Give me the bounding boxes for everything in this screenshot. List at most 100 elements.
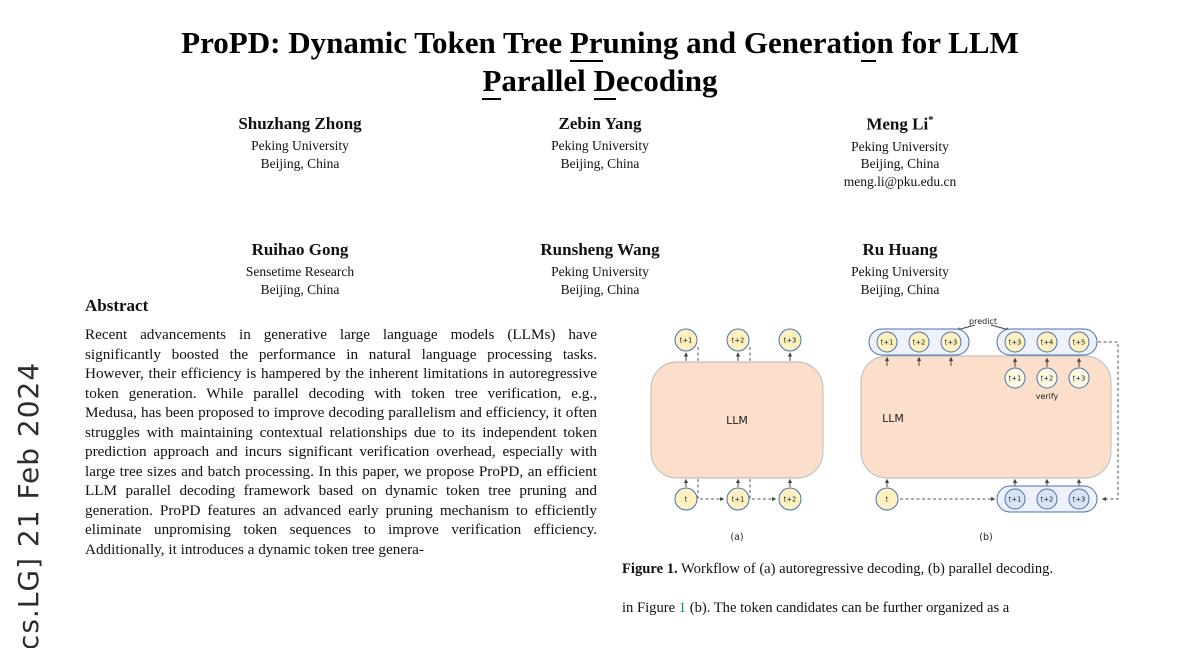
author-mark: *	[928, 114, 934, 126]
figure-b: LLM predict	[860, 317, 1119, 543]
title-segment-underlined: o	[860, 25, 877, 62]
figure-caption: Figure 1. Workflow of (a) autoregressive…	[622, 560, 1084, 579]
title-segment-underlined: D	[593, 62, 616, 100]
llm-box	[650, 361, 824, 479]
svg-text:t+3: t+3	[945, 339, 958, 347]
svg-text:t+1: t+1	[680, 337, 693, 345]
token: t	[875, 487, 899, 511]
token: t+2	[1036, 488, 1058, 510]
author-name: Ru Huang	[862, 240, 938, 260]
svg-text:t+1: t+1	[881, 339, 894, 347]
svg-text:t+3: t+3	[1073, 375, 1086, 383]
title-segment-underlined: P	[482, 62, 502, 100]
verify-label: verify	[1036, 392, 1059, 401]
svg-text:t+2: t+2	[1041, 375, 1054, 383]
svg-text:t+3: t+3	[1009, 339, 1022, 347]
predict-left-group: t+1 t+2 t+3	[868, 328, 970, 356]
predict-right-group: t+3 t+4 t+5	[996, 328, 1098, 356]
token: t+1	[1004, 367, 1026, 389]
token: t+4	[1036, 331, 1058, 353]
token: t+1	[674, 328, 698, 352]
svg-text:t+2: t+2	[1041, 496, 1054, 504]
author-block: Ru Huang Peking University Beijing, Chin…	[750, 240, 1050, 298]
left-column: Abstract Recent advancements in generati…	[85, 296, 597, 559]
abstract-text: Recent advancements in generative large …	[85, 326, 597, 558]
title-segment: arallel	[501, 62, 594, 98]
author-affiliation: Sensetime Research	[245, 264, 355, 280]
svg-text:t+2: t+2	[913, 339, 926, 347]
llm-label: LLM	[726, 414, 748, 427]
author-city: Beijing, China	[560, 155, 640, 171]
author-city: Beijing, China	[260, 281, 340, 297]
author-name: Shuzhang Zhong	[238, 114, 362, 133]
svg-text:t+2: t+2	[784, 496, 797, 504]
body-text-post: (b). The token candidates can be further…	[686, 600, 1010, 616]
subfigure-label-a: (a)	[730, 532, 743, 543]
author-block: Meng Li* Peking University Beijing, Chin…	[750, 114, 1050, 190]
author-city: Beijing, China	[860, 156, 940, 172]
author-block: Zebin Yang Peking University Beijing, Ch…	[450, 114, 750, 190]
svg-text:t: t	[886, 496, 889, 504]
body-text-pre: in Figure	[622, 600, 679, 616]
token: t+3	[778, 328, 802, 352]
author-block: Shuzhang Zhong Peking University Beijing…	[150, 114, 450, 190]
svg-text:t+1: t+1	[1009, 375, 1022, 383]
subfigure-label-b: (b)	[979, 532, 992, 543]
author-city: Beijing, China	[560, 281, 640, 297]
author-city: Beijing, China	[860, 281, 940, 297]
token: t+2	[726, 328, 750, 352]
title-segment: ProPD: Dynamic Token Tree	[181, 25, 570, 60]
token: t+3	[1068, 367, 1090, 389]
author-affiliation: Peking University	[851, 138, 949, 154]
figure-caption-label: Figure 1.	[622, 561, 678, 577]
author-affiliation: Peking University	[551, 138, 649, 153]
dashed-feedback-arrows	[900, 341, 1119, 502]
authors-grid: Shuzhang Zhong Peking University Beijing…	[150, 114, 1050, 298]
token: t	[674, 487, 698, 511]
author-affiliation: Peking University	[551, 264, 649, 280]
svg-text:t+3: t+3	[784, 337, 797, 345]
token: t+5	[1068, 331, 1090, 353]
author-name: Meng Li*	[866, 114, 934, 134]
token: t+1	[876, 331, 898, 353]
author-name: Ruihao Gong	[251, 240, 349, 260]
arxiv-stamp: [cs.LG] 21 Feb 2024	[12, 361, 45, 648]
figure-ref-link[interactable]: 1	[678, 600, 687, 616]
token: t+3	[940, 331, 962, 353]
author-name: Runsheng Wang	[540, 240, 660, 260]
author-block: Ruihao Gong Sensetime Research Beijing, …	[150, 240, 450, 298]
svg-text:t+5: t+5	[1073, 339, 1086, 347]
title-segment: n for LLM	[876, 25, 1019, 60]
paper-title: ProPD: Dynamic Token Tree Pruning and Ge…	[100, 24, 1100, 100]
author-affiliation: Peking University	[251, 138, 349, 153]
author-city: Beijing, China	[260, 155, 340, 171]
token: t+3	[1004, 331, 1026, 353]
predict-label: predict	[969, 317, 997, 326]
title-segment-underlined: Pr	[569, 25, 603, 62]
svg-text:t: t	[685, 496, 688, 504]
author-affiliation: Peking University	[851, 264, 949, 280]
author-email: meng.li@pku.edu.cn	[843, 173, 957, 189]
svg-text:t+1: t+1	[732, 496, 745, 504]
token: t+3	[1068, 488, 1090, 510]
token: t+2	[778, 487, 802, 511]
author-name: Zebin Yang	[558, 114, 642, 133]
svg-text:t+3: t+3	[1073, 496, 1086, 504]
abstract-heading: Abstract	[85, 296, 149, 315]
body-text: in Figure 1 (b). The token candidates ca…	[622, 599, 1142, 618]
verify-row: t+1 t+2 t+3 verify	[1004, 367, 1090, 401]
title-segment: uning and Generati	[602, 25, 861, 60]
author-block: Runsheng Wang Peking University Beijing,…	[450, 240, 750, 298]
token: t+1	[1004, 488, 1026, 510]
title-segment: ecoding	[615, 62, 718, 98]
svg-text:t+2: t+2	[732, 337, 745, 345]
svg-text:t+4: t+4	[1041, 339, 1054, 347]
figure-caption-text: Workflow of (a) autoregressive decoding,…	[677, 561, 1054, 577]
svg-text:t+1: t+1	[1009, 496, 1022, 504]
token: t+2	[908, 331, 930, 353]
figure-1-diagram: LLM t+1 t+2 t+3 t t+1 t+2 (a)	[650, 317, 1119, 543]
token: t+2	[1036, 367, 1058, 389]
figure-a: LLM t+1 t+2 t+3 t t+1 t+2 (a)	[650, 328, 824, 543]
right-column: LLM t+1 t+2 t+3 t t+1 t+2 (a)	[622, 300, 1162, 618]
